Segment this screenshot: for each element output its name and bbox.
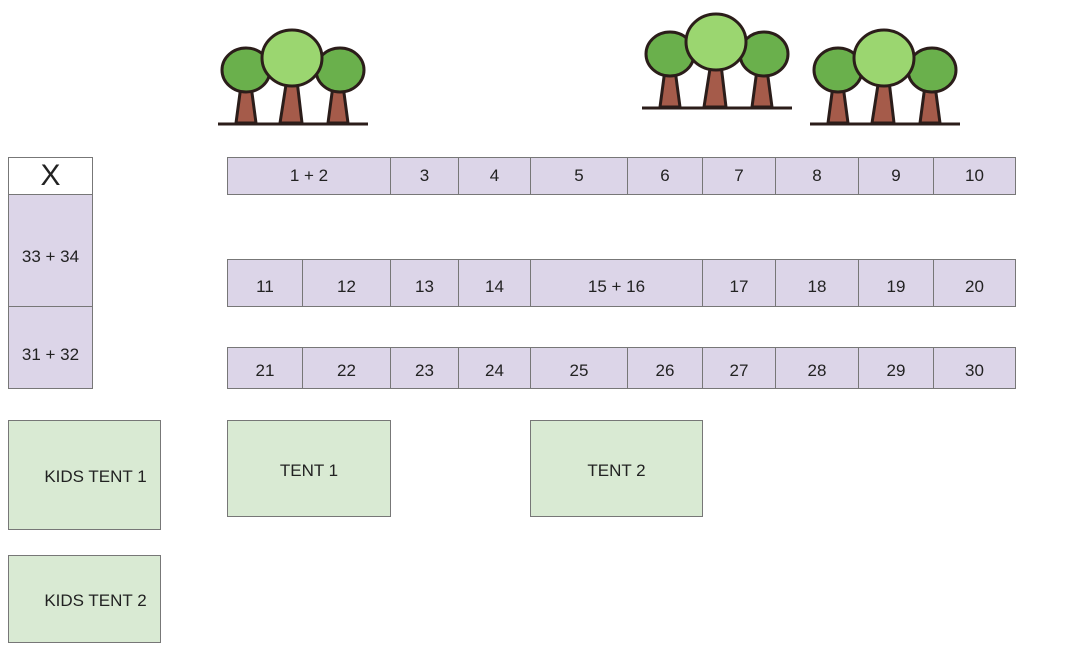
stall-cell[interactable]: 8 bbox=[775, 157, 859, 195]
stall-cell[interactable]: 3 bbox=[390, 157, 459, 195]
stall-cell[interactable]: 26 bbox=[627, 347, 703, 389]
stall-31-32[interactable]: 31 + 32 bbox=[8, 306, 93, 389]
stall-row-3: 21 22 23 24 25 26 27 28 29 30 bbox=[227, 347, 1016, 389]
stall-cell[interactable]: 9 bbox=[858, 157, 934, 195]
stall-cell[interactable]: 15 + 16 bbox=[530, 259, 703, 307]
stall-cell[interactable]: 1 + 2 bbox=[227, 157, 391, 195]
kids-tent-2[interactable]: KIDS TENT 2 bbox=[8, 555, 161, 643]
stall-cell[interactable]: 4 bbox=[458, 157, 531, 195]
stall-cell[interactable]: 14 bbox=[458, 259, 531, 307]
stall-33-34[interactable]: 33 + 34 bbox=[8, 194, 93, 307]
kids-tent-1[interactable]: KIDS TENT 1 bbox=[8, 420, 161, 530]
stall-cell[interactable]: 19 bbox=[858, 259, 934, 307]
stall-cell[interactable]: 29 bbox=[858, 347, 934, 389]
x-marker: X bbox=[8, 157, 93, 195]
stall-cell[interactable]: 27 bbox=[702, 347, 776, 389]
stall-cell[interactable]: 23 bbox=[390, 347, 459, 389]
stall-cell[interactable]: 30 bbox=[933, 347, 1016, 389]
stall-cell[interactable]: 20 bbox=[933, 259, 1016, 307]
stall-cell[interactable]: 25 bbox=[530, 347, 628, 389]
stall-cell[interactable]: 18 bbox=[775, 259, 859, 307]
tree-cluster-icon bbox=[810, 28, 960, 126]
stall-cell[interactable]: 7 bbox=[702, 157, 776, 195]
stall-cell[interactable]: 28 bbox=[775, 347, 859, 389]
tree-cluster-icon bbox=[218, 28, 368, 126]
stall-cell[interactable]: 22 bbox=[302, 347, 391, 389]
stall-cell[interactable]: 12 bbox=[302, 259, 391, 307]
tree-cluster-icon bbox=[642, 12, 792, 110]
tent-2[interactable]: TENT 2 bbox=[530, 420, 703, 517]
stall-cell[interactable]: 13 bbox=[390, 259, 459, 307]
stall-row-2: 11 12 13 14 15 + 16 17 18 19 20 bbox=[227, 259, 1016, 307]
stall-cell[interactable]: 11 bbox=[227, 259, 303, 307]
stall-cell[interactable]: 21 bbox=[227, 347, 303, 389]
stall-cell[interactable]: 6 bbox=[627, 157, 703, 195]
stall-cell[interactable]: 24 bbox=[458, 347, 531, 389]
stall-cell[interactable]: 17 bbox=[702, 259, 776, 307]
stall-cell[interactable]: 10 bbox=[933, 157, 1016, 195]
stall-cell[interactable]: 5 bbox=[530, 157, 628, 195]
tent-1[interactable]: TENT 1 bbox=[227, 420, 391, 517]
stall-row-1: 1 + 2 3 4 5 6 7 8 9 10 bbox=[227, 157, 1016, 195]
